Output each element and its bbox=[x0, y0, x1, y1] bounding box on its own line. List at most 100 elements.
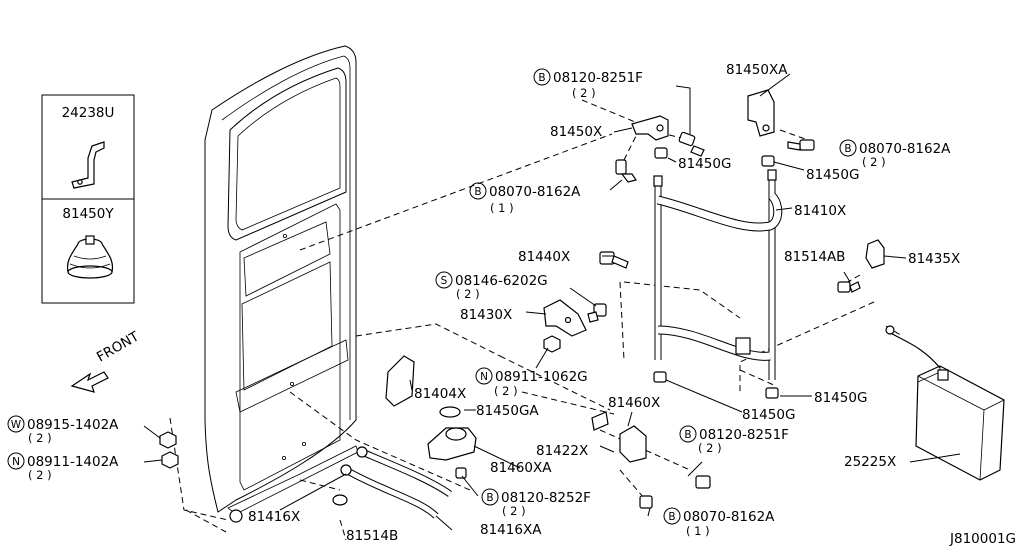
label-81450g-4: 81450G bbox=[814, 390, 867, 406]
label-08146-6202g: 08146-6202G bbox=[455, 273, 548, 289]
washer-symbol-text: W bbox=[11, 419, 22, 431]
bolt-symbol-text: B bbox=[538, 72, 545, 84]
label-25225x: 25225X bbox=[844, 454, 896, 470]
bolt-08120-8252f-icon bbox=[455, 467, 467, 479]
bracket-81450x-icon bbox=[631, 115, 669, 141]
bolt-81514ab-icon bbox=[837, 281, 861, 293]
floor-outline bbox=[289, 323, 611, 491]
label-08120-8251f-top: 08120-8251F bbox=[553, 70, 643, 86]
screw-symbol-text: S bbox=[441, 275, 448, 287]
label-81430x: 81430X bbox=[460, 307, 512, 323]
rear-door-panel bbox=[204, 45, 359, 523]
inset-part-24238u: 24238U bbox=[62, 105, 115, 121]
rod-81416x-icon bbox=[340, 446, 453, 519]
nut-08911-1062g-icon bbox=[543, 335, 561, 353]
label-81450g-2: 81450G bbox=[806, 167, 859, 183]
inset-part-81450y: 81450Y bbox=[62, 206, 114, 222]
screw-symbol-icon bbox=[435, 271, 453, 289]
screw-08146-6202g-icon bbox=[587, 303, 607, 323]
parts-inset-box: 24238U 81450Y bbox=[41, 94, 135, 304]
label-qty2-b2: ( 2 ) bbox=[502, 504, 526, 518]
label-08070-8162a-mid: 08070-8162A bbox=[489, 184, 581, 200]
label-81416xa: 81416XA bbox=[480, 522, 542, 538]
tube-frame-81410x-icon bbox=[653, 169, 783, 380]
figure-id: J810001G bbox=[949, 531, 1016, 547]
label-qty2-n2: ( 2 ) bbox=[28, 468, 52, 482]
label-08911-1402a: 08911-1402A bbox=[27, 454, 119, 470]
label-qty2-right: ( 2 ) bbox=[862, 155, 886, 169]
bolt-08070-8162a-low-icon bbox=[639, 495, 653, 509]
bolt-08120-8251f-top-icon bbox=[678, 131, 705, 157]
label-qty1-low: ( 1 ) bbox=[686, 524, 710, 538]
label-qty1-mid: ( 1 ) bbox=[490, 201, 514, 215]
plate-81422x-icon bbox=[591, 411, 609, 431]
label-81460x: 81460X bbox=[608, 395, 660, 411]
label-08911-1062g: 08911-1062G bbox=[495, 369, 588, 385]
grommet-81450g-2-icon bbox=[761, 155, 775, 167]
nut-symbol-text: N bbox=[12, 456, 20, 468]
bolt-symbol-icon bbox=[663, 507, 681, 525]
washer-symbol-icon bbox=[7, 415, 25, 433]
bracket-81450xa-icon bbox=[747, 89, 775, 137]
leader-lines bbox=[143, 73, 961, 531]
washer-08915-1402a-icon bbox=[159, 431, 177, 449]
label-81440x: 81440X bbox=[518, 249, 570, 265]
bolt-81440x-icon bbox=[599, 251, 629, 269]
label-81416x: 81416X bbox=[248, 509, 300, 525]
label-81404x: 81404X bbox=[414, 386, 466, 402]
bolt-symbol-icon bbox=[533, 68, 551, 86]
label-08070-8162a-low: 08070-8162A bbox=[683, 509, 775, 525]
grommet-81450g-3-icon bbox=[653, 371, 667, 383]
label-81460xa: 81460XA bbox=[490, 460, 552, 476]
nut-symbol-icon bbox=[475, 367, 493, 385]
label-81450g-3: 81450G bbox=[742, 407, 795, 423]
bolt-symbol-text: B bbox=[668, 511, 675, 523]
washer-81450ga-icon bbox=[439, 406, 461, 418]
bracket-81404x-icon bbox=[385, 355, 415, 407]
nut-symbol-icon bbox=[7, 452, 25, 470]
label-08120-8251f-low: 08120-8251F bbox=[699, 427, 789, 443]
front-arrow-icon bbox=[70, 371, 109, 393]
bolt-symbol-text: B bbox=[486, 492, 493, 504]
module-25225x-icon bbox=[885, 325, 1005, 481]
label-08070-8162a-right: 08070-8162A bbox=[859, 141, 951, 157]
grommet-81450g-1-icon bbox=[654, 147, 668, 159]
label-81450xa: 81450XA bbox=[726, 62, 788, 78]
label-qty2-top: ( 2 ) bbox=[572, 86, 596, 100]
bushing-81514b-icon bbox=[332, 494, 348, 506]
label-81410x: 81410X bbox=[794, 203, 846, 219]
label-qty2-s: ( 2 ) bbox=[456, 287, 480, 301]
bolt-08070-8162a-mid-icon bbox=[615, 159, 637, 183]
bolt-symbol-icon bbox=[469, 182, 487, 200]
rubber-boot-81450y-icon bbox=[66, 235, 114, 279]
nut-08911-1402a-icon bbox=[161, 451, 179, 469]
bracket-81460xa-icon bbox=[427, 427, 477, 461]
bolt-symbol-icon bbox=[679, 425, 697, 443]
grommet-81450g-4-icon bbox=[765, 387, 779, 399]
label-front: FRONT bbox=[94, 328, 143, 365]
label-81450x: 81450X bbox=[550, 124, 602, 140]
bolt-symbol-text: B bbox=[684, 429, 691, 441]
bolt-symbol-icon bbox=[839, 139, 857, 157]
bolt-08120-8251f-low-icon bbox=[695, 475, 711, 489]
clip-81435x-icon bbox=[865, 239, 885, 269]
bracket-81460x-icon bbox=[619, 425, 647, 463]
dashed-leaders bbox=[169, 99, 903, 541]
label-qty2-w: ( 2 ) bbox=[28, 431, 52, 445]
label-81435x: 81435X bbox=[908, 251, 960, 267]
label-81450g-1: 81450G bbox=[678, 156, 731, 172]
label-81514b: 81514B bbox=[346, 528, 398, 544]
bolt-symbol-text: B bbox=[474, 186, 481, 198]
label-81514ab: 81514AB bbox=[784, 249, 845, 265]
label-08120-8252f: 08120-8252F bbox=[501, 490, 591, 506]
nut-symbol-text: N bbox=[480, 371, 488, 383]
bracket-81430x-icon bbox=[543, 299, 587, 337]
label-81422x: 81422X bbox=[536, 443, 588, 459]
bolt-symbol-icon bbox=[481, 488, 499, 506]
bracket-24238u-icon bbox=[71, 141, 105, 189]
label-qty2-b-low: ( 2 ) bbox=[698, 441, 722, 455]
bolt-08070-8162a-right-icon bbox=[787, 139, 815, 151]
label-08915-1402a: 08915-1402A bbox=[27, 417, 119, 433]
bolt-symbol-text: B bbox=[844, 143, 851, 155]
